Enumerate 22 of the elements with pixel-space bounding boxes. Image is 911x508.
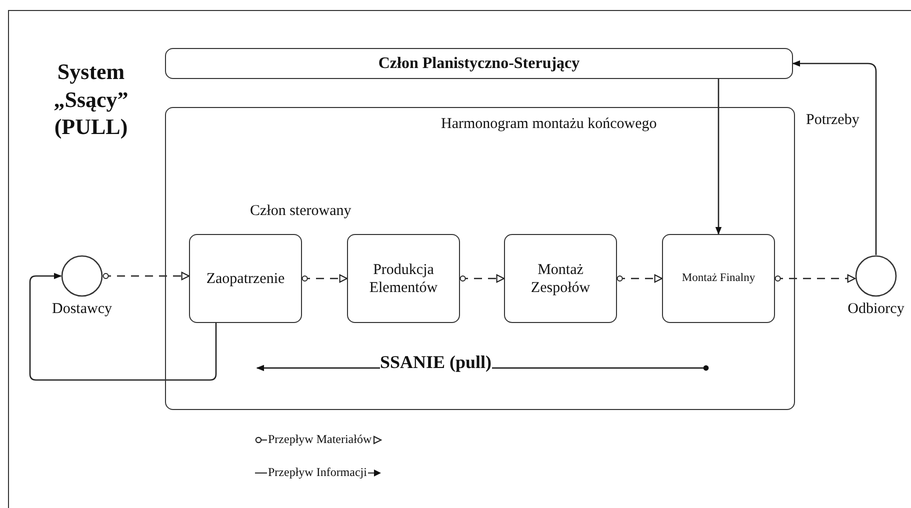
process-box: Montaż Finalny <box>662 234 775 323</box>
node-label: Odbiorcy <box>846 301 906 318</box>
diagram-title: System „Ssący” (PULL) <box>52 58 130 140</box>
material-flow-arrow <box>616 274 663 283</box>
group-frame <box>165 107 795 410</box>
material-flow-arrow <box>774 274 856 283</box>
group-label: Człon sterowany <box>250 203 352 220</box>
process-box: Montaż Zespołów <box>504 234 617 323</box>
legend-text: Przepływ Informacji <box>268 465 367 480</box>
process-box: Produkcja Elementów <box>347 234 460 323</box>
node-label: Dostawcy <box>51 301 113 318</box>
material-flow-arrow <box>102 272 190 280</box>
information-flow-arrow <box>792 60 877 255</box>
material-flow-arrow <box>302 274 348 283</box>
material-flow-arrow <box>460 274 505 283</box>
control-bar: Człon Planistyczno-Sterujący <box>165 48 793 79</box>
group-heading: Harmonogram montażu końcowego <box>441 116 657 133</box>
information-flow-arrow <box>715 79 722 235</box>
legend-text: Przepływ Materiałów <box>268 432 372 447</box>
process-box: Zaopatrzenie <box>189 234 302 323</box>
edge-label: Potrzeby <box>806 112 860 129</box>
information-flow-arrow <box>29 272 217 381</box>
